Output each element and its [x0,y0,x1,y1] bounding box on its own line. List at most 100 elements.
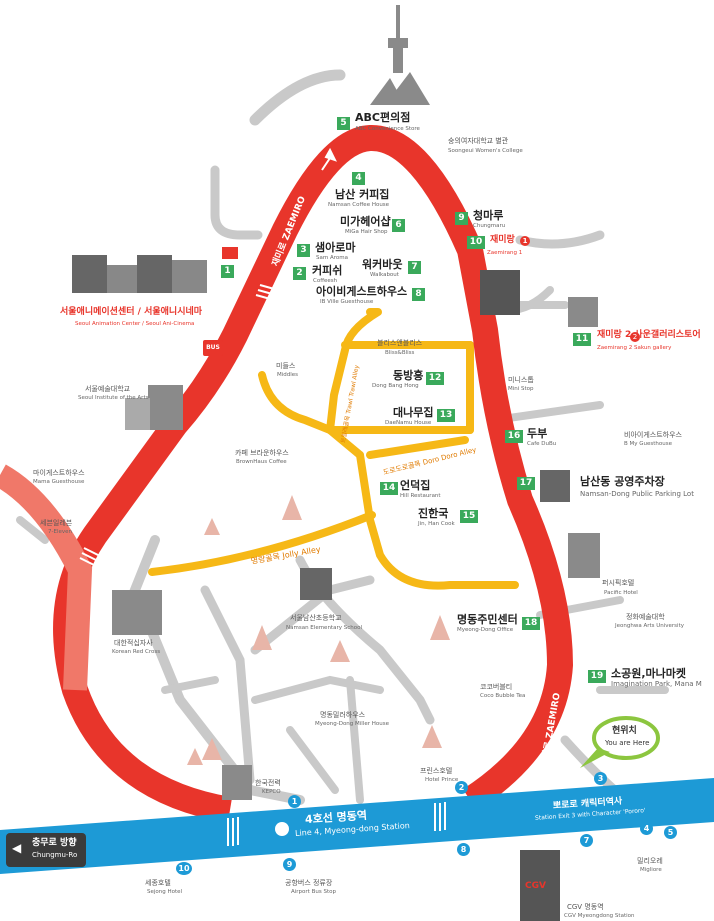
namsan-tower-icon [370,5,430,105]
marker-14[interactable]: 14 [380,482,398,495]
marker-12[interactable]: 12 [426,372,444,385]
place-17-name: 남산동 공영주차장 [580,475,665,488]
landmark-brownhaus-en: BrownHaus Coffee [236,459,287,465]
place-14-name: 언덕집 [400,479,431,492]
landmark-bmy-en: B My Guesthouse [624,441,673,447]
place-2-en: Coffeesh [313,278,338,284]
landmark-red-cross: 대한적십자사 [114,639,153,647]
landmark-pacific: 퍼시픽호텔 [602,579,635,587]
place-16-name: 두부 [527,427,548,440]
place-3-en: Sam Aroma [316,255,348,261]
place-1-name: 서울애니메이션센터 / 서울애니시네마 [60,307,203,317]
landmark-prince-en: Hotel Prince [425,777,459,783]
exit-8[interactable]: 8 [457,843,470,856]
place-2-name: 커피쉬 [312,264,343,277]
marker-17[interactable]: 17 [517,477,535,490]
zaemiro-route [53,125,573,823]
landmark-red-cross-en: Korean Red Cross [112,649,161,655]
place-8-en: IB Ville Guesthouse [320,299,374,305]
place-4-en: Namsan Coffee House [328,202,390,208]
exit-9[interactable]: 9 [283,858,296,871]
exit-3[interactable]: 3 [594,772,607,785]
cgv-icon: CGV [525,881,546,891]
marker-5[interactable]: 5 [337,117,350,130]
left-arrow-icon: ◀ [12,841,22,855]
landmark-airport-bus-en: Airport Bus Stop [291,889,336,895]
landmark-sejong-en: Sejong Hotel [147,889,183,895]
marker-16[interactable]: 16 [505,430,523,443]
place-9-name: 청마루 [473,209,504,222]
landmark-seoul-arts-en: Seoul Institute of the Arts [78,395,149,401]
place-13-name: 대나무집 [393,406,434,419]
landmark-soongeui-en: Soongeui Women's College [448,148,523,154]
place-15-name: 진한국 [418,507,449,520]
place-14-en: Hill Restaurant [400,493,441,499]
landmark-cgv-en: CGV Myeongdong Station [564,913,635,919]
landmark-ministop-en: Mini Stop [508,386,534,392]
place-5-name: ABC편의점 [355,111,411,124]
marker-8[interactable]: 8 [412,288,425,301]
zaemirang-2-badge: 2 [630,332,640,342]
place-18-name: 명동주민센터 [457,613,518,626]
marker-7[interactable]: 7 [408,261,421,274]
landmark-bliss-en: Bliss&Bliss [385,350,415,356]
landmark-namsan-elem-en: Namsan Elementary School [286,625,362,631]
station-train-icon [275,822,289,836]
marker-2[interactable]: 2 [293,267,306,280]
exit-2[interactable]: 2 [455,781,468,794]
landmark-middles-en: Middles [277,372,299,378]
place-17-en: Namsan-Dong Public Parking Lot [580,490,694,498]
place-15-en: Jin, Han Cook [418,521,455,527]
place-13-en: DaeNamu House [385,420,432,426]
marker-19[interactable]: 19 [588,670,606,683]
marker-15[interactable]: 15 [460,510,478,523]
place-1-en: Seoul Animation Center / Seoul Ani-Cinem… [75,321,195,327]
place-9-en: Chungmaru [473,223,506,229]
landmark-jeonghwa-en: Jeonghwa Arts University [615,623,684,629]
landmark-namsan-elem: 서울남산초등학교 [290,614,342,622]
marker-6[interactable]: 6 [392,219,405,232]
landmark-pacific-en: Pacific Hotel [604,590,638,596]
place-12-en: Dong Bang Hong [372,383,419,389]
landmark-coco-en: Coco Bubble Tea [480,693,526,699]
cinema-clapper-icon [222,247,238,259]
station-crosswalks [227,802,446,846]
you-are-here-en: You are Here [605,739,650,747]
place-16-en: Cafe DuBu [527,441,557,447]
marker-13[interactable]: 13 [437,409,455,422]
exit-7[interactable]: 7 [580,834,593,847]
subway-line-4 [0,778,714,874]
place-8-name: 아이비게스트하우스 [316,285,408,298]
place-10-name: 재미랑 [490,235,515,245]
landmark-bmy: 비아이게스트하우스 [624,431,682,439]
landmark-711-en: 7-Eleven [48,529,72,535]
route-arrows [1,147,604,665]
place-3-name: 샘아로마 [315,241,356,254]
landmark-prince: 프린스호텔 [420,767,453,775]
landmark-coco: 코코버블티 [480,683,513,691]
exit-10[interactable]: 10 [176,862,192,875]
chungmuro-direction-kr: 충무로 방향 [32,838,77,848]
landmark-sejong: 세종호텔 [145,879,171,887]
marker-18[interactable]: 18 [522,617,540,630]
marker-11[interactable]: 11 [573,333,591,346]
exit-4[interactable]: 4 [640,822,653,835]
you-are-here-kr: 현위치 [612,726,637,736]
marker-4[interactable]: 4 [352,172,365,185]
landmark-kepco-en: KEPCO [262,789,281,795]
marker-3[interactable]: 3 [297,244,310,257]
place-11-name: 재미랑 2 사운갤러리스토어 [597,330,701,340]
landmark-cgv: CGV 명동역 [567,903,604,911]
landmark-airport-bus: 공항버스 정류장 [285,879,333,887]
marker-10[interactable]: 10 [467,236,485,249]
exit-1[interactable]: 1 [288,795,301,808]
place-6-en: MiGa Hair Shop [345,229,388,235]
alley-network [148,308,519,590]
marker-9[interactable]: 9 [455,212,468,225]
place-7-en: Walkabout [370,272,399,278]
place-7-name: 워커바웃 [362,258,403,271]
place-18-en: Myeong-Dong Office [457,627,514,633]
marker-1[interactable]: 1 [221,265,234,278]
exit-5[interactable]: 5 [664,826,677,839]
